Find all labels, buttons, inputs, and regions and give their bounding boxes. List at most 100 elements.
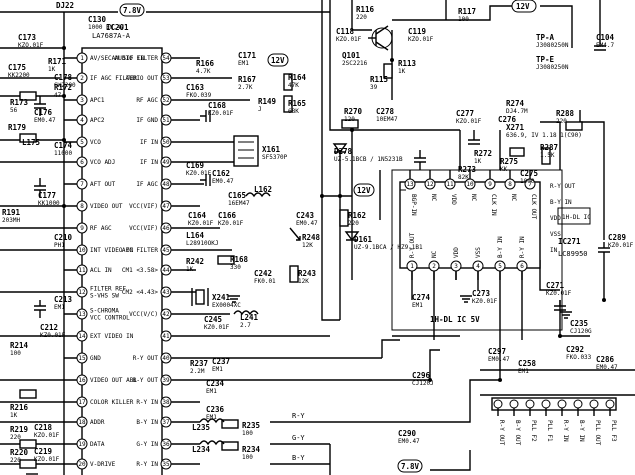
ic271-pin-number: 6	[520, 263, 524, 270]
component-value: FKO.033	[566, 354, 592, 361]
component-ref: R242	[186, 257, 204, 266]
ic271-title: 1H-DL IC	[562, 214, 591, 221]
component-value: 100	[10, 350, 21, 357]
component-ref: R167	[238, 75, 256, 84]
ic271-pin-label: NC	[431, 250, 438, 258]
ic271-ref: IC271	[558, 237, 581, 246]
ic201-pin-number: 18	[78, 419, 86, 426]
ic271-pin-number: 1	[410, 263, 414, 270]
component-ref: R243	[298, 269, 317, 278]
component-ref: C212	[40, 323, 58, 332]
component-ref: C130	[88, 15, 107, 24]
ic201-pin-number: 37	[162, 419, 170, 426]
component-ref: C273	[472, 289, 491, 298]
component-ref: C276	[498, 115, 517, 124]
ic271-pin-number: 10	[466, 181, 474, 188]
component-ref: C174	[54, 141, 73, 150]
connector-pin	[541, 399, 551, 409]
ic201-pin	[76, 396, 88, 408]
ic201-pin-number: 11	[78, 267, 86, 274]
ic201-pin	[160, 374, 172, 386]
component-ref: DJ22	[56, 1, 74, 10]
component-ref: R171	[48, 57, 67, 66]
component-value: 10EM47	[376, 116, 398, 123]
component-ref: C258	[518, 359, 537, 368]
component-value: KZ0.01F	[40, 332, 66, 339]
component-ref: C176	[34, 108, 53, 117]
ic201-pin-label: RF AGC	[136, 97, 158, 104]
component-value: EM0.47	[488, 356, 510, 363]
ic201-pin	[160, 72, 172, 84]
component-ref: C178	[54, 73, 73, 82]
voltage-7-8v-top: 7.8V	[123, 6, 142, 15]
ic271-pin-label: B-Y IN	[497, 236, 504, 258]
ic201-pin	[160, 416, 172, 428]
ic271-pin-number: 4	[476, 263, 480, 270]
ic201-pin	[160, 264, 172, 276]
component-value: FK0.01	[254, 278, 276, 285]
component-value: KK2200	[8, 72, 30, 79]
ic201-pin-label: VIDEO OUT ABL	[90, 377, 137, 384]
ic201-pin-label: IF IN	[140, 159, 158, 166]
ic271-pin-label: VDD	[450, 194, 457, 205]
component-ref: X241	[212, 293, 231, 302]
ic201-pin-label: IF AGC	[136, 181, 158, 188]
ic201-pin	[160, 200, 172, 212]
component-value: 636.9, IV 1.18 1(C90)	[506, 132, 582, 139]
ic271-pin	[404, 178, 416, 190]
connector-label: PLL F3	[610, 420, 617, 442]
ic271-part: LC89950	[558, 250, 588, 258]
ic201-pin-number: 45	[162, 247, 170, 254]
component-ref: R166	[196, 59, 215, 68]
ic271-pin	[464, 178, 476, 190]
ic201-pin-number: 53	[162, 75, 170, 82]
component-ref: C175	[8, 63, 26, 72]
component-ref: L234	[192, 445, 211, 454]
component-value: 2.7K	[238, 84, 253, 91]
component-value: J3080250N	[536, 64, 569, 71]
ic201-pin-number: 2	[80, 75, 84, 82]
component-value: FKO.039	[186, 92, 212, 99]
ic201-pin-number: 14	[78, 333, 86, 340]
ic201-pin-label: AFT OUT	[90, 181, 116, 188]
ic201-pin	[76, 200, 88, 212]
ic201-pin-number: 17	[78, 399, 86, 406]
component-ref: C169	[186, 161, 205, 170]
ic271-side-label: VSS	[550, 231, 561, 238]
ic201-pin-label: INT VIDEO IN	[90, 247, 134, 254]
connector-pin	[573, 399, 583, 409]
ic201-pin-number: 36	[162, 441, 170, 448]
component-value: KZ0.01F	[472, 298, 498, 305]
ic201-pin-label: G-Y IN	[136, 441, 158, 448]
component-value: EM1	[206, 388, 217, 395]
connector-pin	[557, 399, 567, 409]
net-labels: R-Y G-Y B-Y	[292, 412, 305, 462]
component-ref: Q101	[342, 51, 361, 60]
ic201-pin-number: 54	[162, 55, 170, 62]
ic201-pin-label: S-VHS SW	[90, 293, 119, 300]
ic201-pin	[160, 352, 172, 364]
component-ref: C296	[412, 371, 431, 380]
voltage-tags: 7.8V 12V 12V 12V 7.8V	[119, 0, 537, 473]
component-value: EM4.7	[596, 42, 614, 49]
